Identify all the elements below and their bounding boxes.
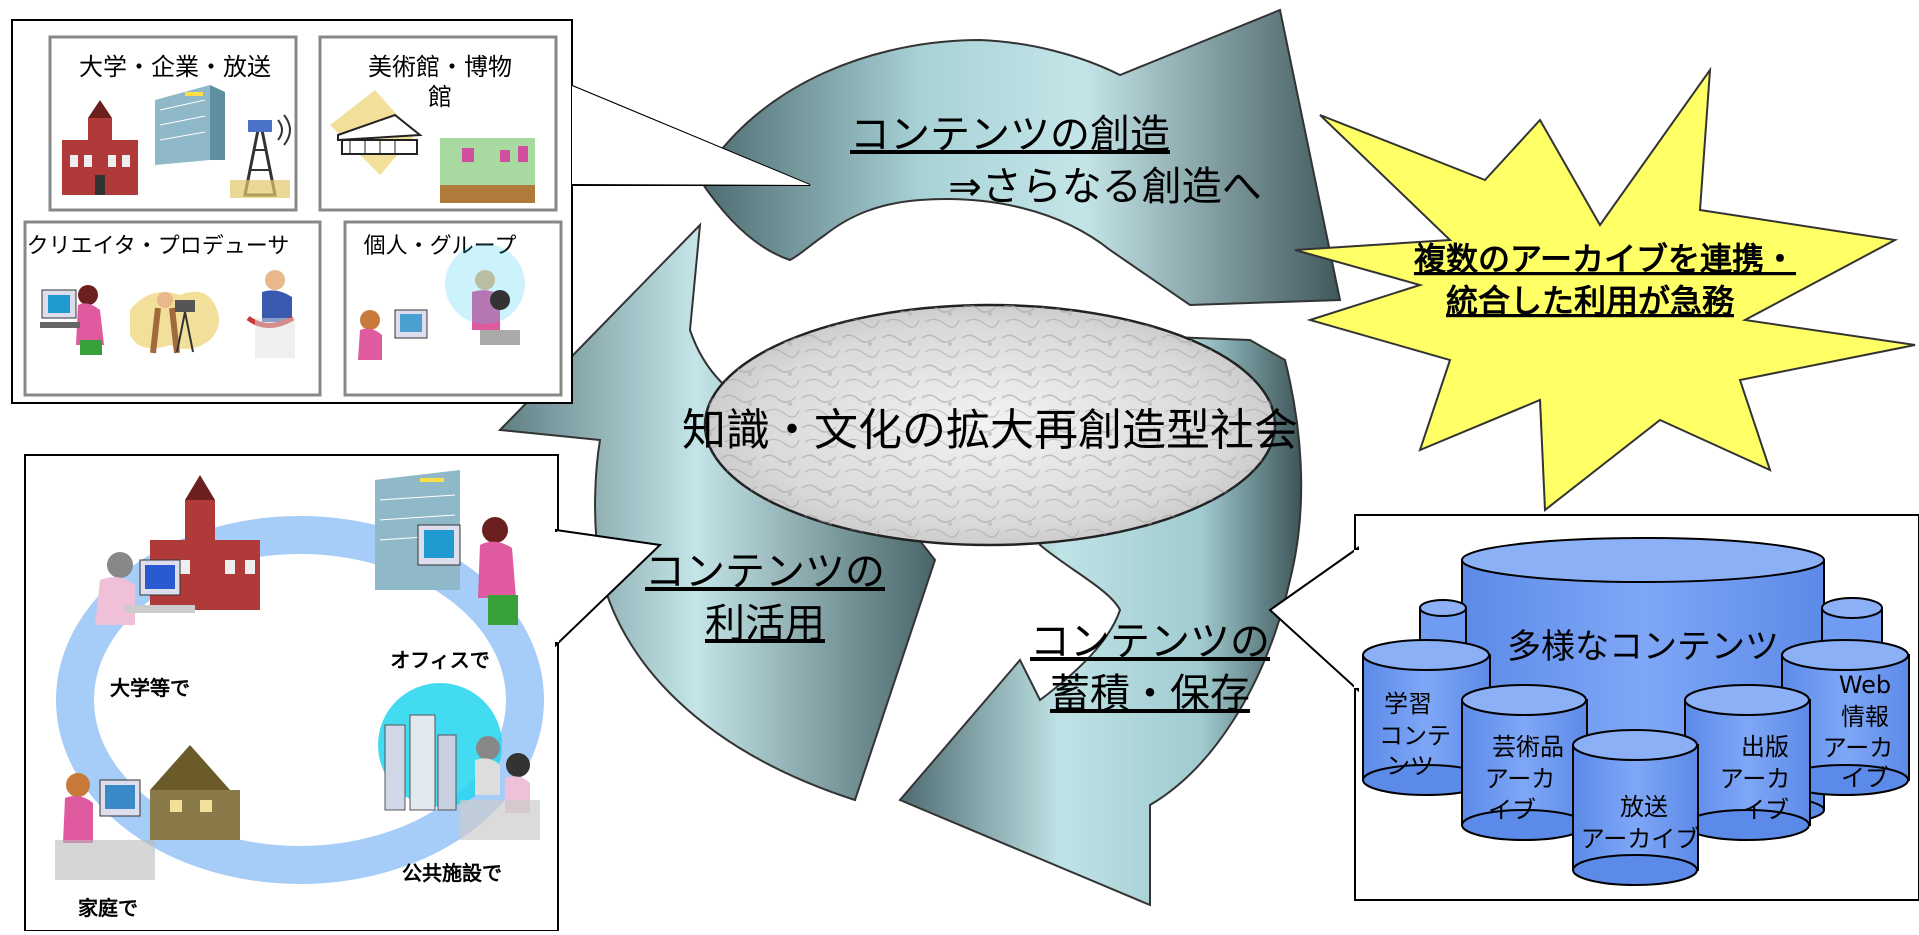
archive-publishing-3: イブ xyxy=(1741,796,1789,824)
camera-operator-icon xyxy=(130,291,219,354)
office-building-icon xyxy=(155,85,225,165)
panel-museum-label-1: 美術館・博物 xyxy=(368,53,512,81)
people-at-computers-icon xyxy=(358,244,525,360)
creation-label-2: ⇒さらなる創造へ xyxy=(948,164,1262,210)
label-home: 家庭で xyxy=(78,896,138,920)
usage-callout: 大学等で オフィスで 家庭で xyxy=(24,454,663,932)
label-office: オフィスで xyxy=(390,648,490,672)
archive-learning-2: コンテ xyxy=(1379,722,1451,750)
archive-web-1: Web xyxy=(1839,671,1891,699)
cylinder-publishing: 出版 アーカ イブ xyxy=(1684,684,1811,841)
cylinder-web: Web 情報 アーカ イブ xyxy=(1781,639,1910,796)
archive-publishing-1: 出版 xyxy=(1741,733,1789,761)
archive-web-2: 情報 xyxy=(1841,703,1889,731)
designer-at-computer-icon xyxy=(40,285,104,355)
museum-building-icon xyxy=(330,90,423,175)
usage-label-1: コンテンツの xyxy=(645,549,885,595)
archive-learning-3: ンツ xyxy=(1386,752,1434,780)
archive-art-2: アーカ xyxy=(1485,765,1556,793)
storage-label-1: コンテンツの xyxy=(1030,619,1270,665)
archive-main-label: 多様なコンテンツ xyxy=(1507,627,1779,667)
presenter-icon xyxy=(246,270,295,358)
gallery-room-icon xyxy=(440,138,535,203)
panel-univ-label: 大学・企業・放送 xyxy=(79,53,271,81)
cylinder-art: 芸術品 アーカ イブ xyxy=(1461,684,1588,841)
arrow-creation xyxy=(698,8,1342,307)
panel-museum-label-2: 館 xyxy=(428,83,452,111)
creation-label-1: コンテンツの創造 xyxy=(850,112,1170,158)
archive-learning-1: 学習 xyxy=(1384,690,1432,718)
label-university: 大学等で xyxy=(110,676,190,700)
panel-individual xyxy=(343,220,563,397)
archive-web-3: アーカ xyxy=(1823,734,1894,762)
archive-web-4: イブ xyxy=(1841,764,1889,792)
archive-broadcast-2: アーカイブ xyxy=(1581,825,1700,853)
center-ellipse: 知識・文化の拡大再創造型社会 xyxy=(682,303,1298,547)
storage-label-2: 蓄積・保存 xyxy=(1050,671,1250,717)
office-worker-icon xyxy=(375,470,518,625)
panel-creator-label: クリエイタ・プロデューサ xyxy=(27,234,290,259)
center-label: 知識・文化の拡大再創造型社会 xyxy=(682,405,1298,456)
burst-line-1: 複数のアーカイブを連携・ xyxy=(1414,240,1796,278)
usage-ring xyxy=(56,516,544,884)
university-study-icon xyxy=(95,475,260,625)
burst-line-2: 統合した利用が急務 xyxy=(1446,282,1735,320)
archive-broadcast-1: 放送 xyxy=(1620,793,1668,821)
archive-art-1: 芸術品 xyxy=(1492,733,1564,761)
creators-callout: 大学・企業・放送 美術館・博物 館 xyxy=(11,19,811,404)
university-building-icon xyxy=(62,100,138,195)
cylinder-broadcast: 放送 アーカイブ xyxy=(1572,729,1700,886)
archive-art-3: イブ xyxy=(1488,796,1536,824)
broadcast-tower-icon xyxy=(230,114,291,198)
home-user-icon xyxy=(55,745,240,880)
archive-publishing-2: アーカ xyxy=(1720,765,1791,793)
panel-individual-label: 個人・グループ xyxy=(364,234,517,259)
archives-callout: 多様なコンテンツ 学習 コンテ ンツ Web 情報 アーカ イブ xyxy=(1268,514,1919,901)
usage-label-2: 利活用 xyxy=(705,601,825,647)
label-public: 公共施設で xyxy=(402,861,502,885)
public-facility-icon xyxy=(378,683,540,840)
urgency-burst: 複数のアーカイブを連携・ 統合した利用が急務 xyxy=(1294,66,1916,512)
